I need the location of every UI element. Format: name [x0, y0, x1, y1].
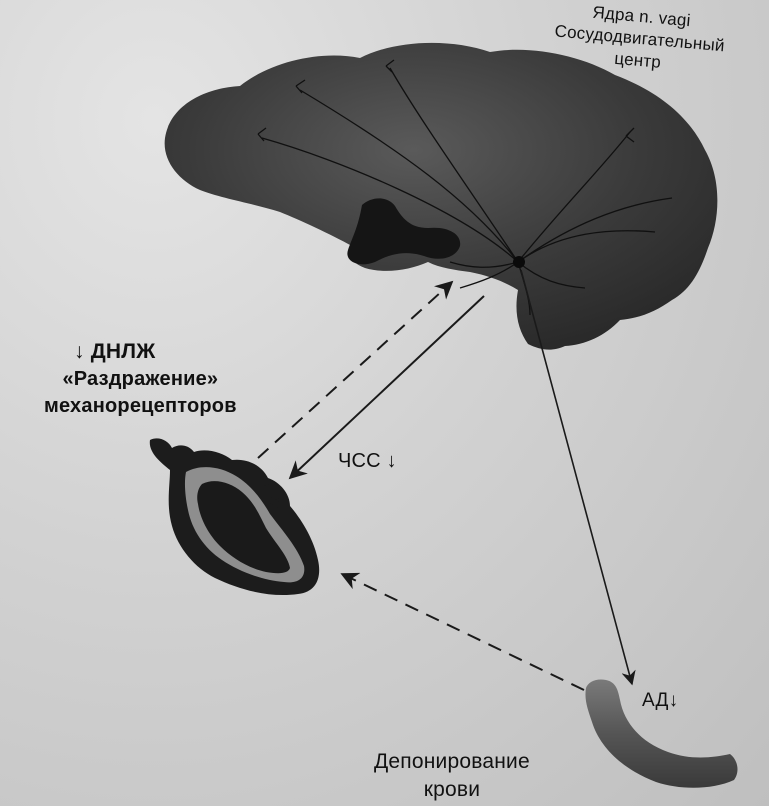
- depot-line2: крови: [374, 776, 530, 804]
- brain-shape: [165, 43, 718, 350]
- blood-depot-label: Депонирование крови: [374, 748, 530, 804]
- brain-illustration: [165, 43, 718, 350]
- irritation-line2: механорецепторов: [44, 393, 237, 420]
- vagus-nucleus-dot: [513, 256, 525, 268]
- heart-illustration: [150, 438, 319, 595]
- lvedp-label: ↓ ДНЛЖ: [74, 340, 155, 364]
- heart-rate-label: ЧСС ↓: [338, 450, 397, 473]
- depot-line1: Депонирование: [374, 748, 530, 776]
- arrow-vessel-to-heart: [342, 574, 584, 690]
- blood-pressure-label: АД↓: [642, 690, 678, 712]
- mechanoreceptor-label: «Раздражение» механорецепторов: [44, 366, 237, 420]
- arrow-heart-to-brain: [258, 282, 452, 458]
- irritation-line1: «Раздражение»: [44, 366, 237, 393]
